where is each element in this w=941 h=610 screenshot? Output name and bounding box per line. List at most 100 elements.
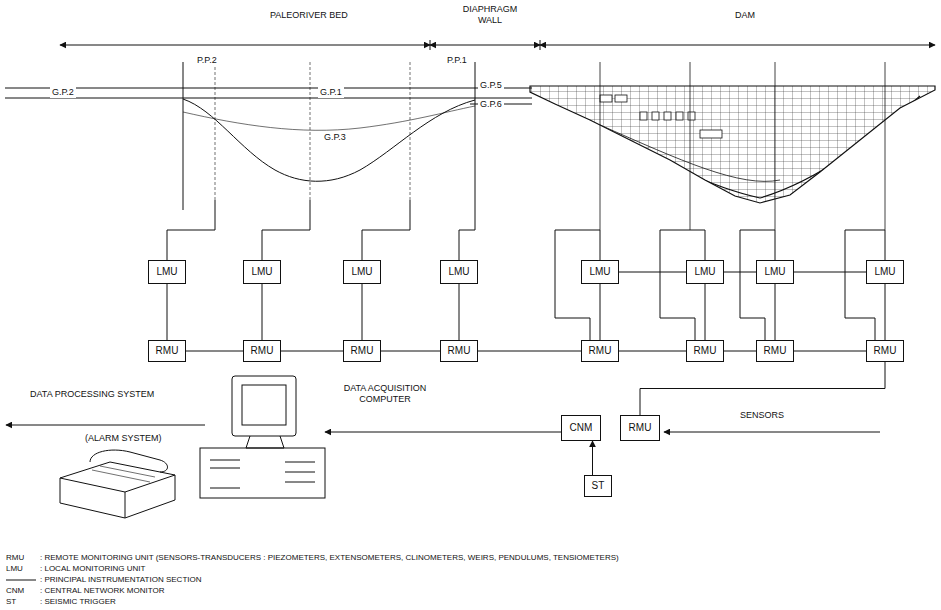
trigger-box: ST — [584, 475, 612, 497]
signal-wire — [362, 200, 410, 260]
connector — [167, 284, 168, 340]
unit-box: LMU — [686, 260, 724, 284]
annotation-label: PALEORIVER BED — [270, 10, 348, 21]
dam-body — [530, 86, 935, 203]
unit-box: LMU — [440, 260, 478, 284]
gallery — [652, 112, 659, 120]
unit-label: LMU — [874, 266, 895, 278]
ground-line — [5, 88, 532, 89]
gallery — [700, 130, 722, 138]
connector — [619, 272, 686, 273]
annotation-label: G.P.5 — [478, 80, 504, 91]
connector — [775, 284, 776, 340]
connector — [794, 351, 866, 352]
gallery — [676, 112, 683, 120]
signal-wire — [459, 210, 475, 260]
unit-label: CNM — [570, 422, 593, 434]
unit-box: RMU — [343, 340, 381, 362]
unit-label: LMU — [448, 266, 469, 278]
unit-label: RMU — [629, 422, 652, 434]
unit-label: ST — [592, 480, 605, 492]
unit-label: RMU — [874, 345, 897, 357]
annotation-label: P.P.2 — [195, 55, 219, 66]
unit-label: LMU — [251, 266, 272, 278]
annotation-label: G.P.2 — [50, 87, 76, 98]
unit-label: RMU — [351, 345, 374, 357]
connector — [262, 284, 263, 340]
unit-box: RMU — [148, 340, 186, 362]
connector — [592, 441, 593, 475]
instrumentation-section — [600, 62, 885, 230]
unit-box: RMU — [243, 340, 281, 362]
bypass-wire — [555, 230, 600, 340]
bypass-wire — [845, 230, 885, 340]
unit-box: RMU — [440, 340, 478, 362]
connector — [724, 272, 756, 273]
unit-label: RMU — [694, 345, 717, 357]
bypass-wire — [660, 230, 695, 340]
legend-text: : PRINCIPAL INSTRUMENTATION SECTION — [40, 575, 202, 585]
annotation-label: SENSORS — [740, 410, 784, 421]
legend-text: : LOCAL MONITORING UNIT — [40, 564, 145, 574]
annotation-label: DATA ACQUISITION COMPUTER — [330, 383, 440, 405]
gallery — [688, 112, 695, 120]
gallery — [600, 95, 612, 102]
dimension-line — [430, 45, 540, 46]
connector — [478, 351, 581, 352]
unit-box: RMU — [686, 340, 724, 362]
legend-text: CNM — [6, 586, 24, 596]
unit-label: LMU — [351, 266, 372, 278]
unit-box: CNM — [561, 415, 601, 441]
unit-box: RMU — [866, 340, 904, 362]
unit-box: LMU — [581, 260, 619, 284]
paper-sheet — [92, 466, 155, 482]
legend-text: RMU — [6, 553, 24, 563]
legend-text: ST — [6, 597, 16, 607]
gallery — [615, 95, 627, 102]
unit-label: LMU — [589, 266, 610, 278]
gallery — [664, 112, 671, 120]
unit-label: RMU — [764, 345, 787, 357]
unit-box: LMU — [866, 260, 904, 284]
annotation-label: P.P.1 — [445, 55, 469, 66]
annotation-label: G.P.1 — [318, 87, 344, 98]
paleoriver-layer — [183, 106, 475, 130]
printer-body — [60, 462, 175, 518]
instrumentation-section — [215, 62, 410, 200]
unit-label: RMU — [448, 345, 471, 357]
dimension-line — [540, 45, 935, 46]
connector — [281, 351, 343, 352]
connector — [459, 284, 460, 340]
dimension-line — [60, 45, 430, 46]
legend-line-sample — [6, 580, 36, 581]
legend-text: : SEISMIC TRIGGER — [40, 597, 116, 607]
annotation-label: G.P.3 — [322, 132, 348, 143]
connector — [619, 351, 686, 352]
connector — [885, 284, 886, 340]
unit-box: LMU — [148, 260, 186, 284]
unit-label: LMU — [156, 266, 177, 278]
gallery — [640, 112, 647, 120]
signal-wire — [885, 230, 886, 260]
unit-label: RMU — [589, 345, 612, 357]
annotation-label: DIAPHRAGM WALL — [455, 4, 525, 26]
signal-wire — [167, 200, 215, 260]
connector — [705, 284, 706, 340]
dimension-tick — [430, 40, 540, 50]
annotation-label: DATA PROCESSING SYSTEM — [30, 389, 154, 400]
connector — [362, 284, 363, 340]
monitor-screen — [242, 385, 286, 425]
unit-box: LMU — [243, 260, 281, 284]
legend-text: LMU — [6, 564, 23, 574]
signal-wire — [600, 230, 601, 260]
data-flow-arrow — [325, 432, 578, 433]
drive-slot — [210, 460, 315, 488]
annotation-label: (ALARM SYSTEM) — [85, 433, 162, 444]
connector — [794, 272, 866, 273]
signal-wire — [775, 230, 776, 260]
unit-box: LMU — [756, 260, 794, 284]
signal-wire — [690, 230, 705, 260]
